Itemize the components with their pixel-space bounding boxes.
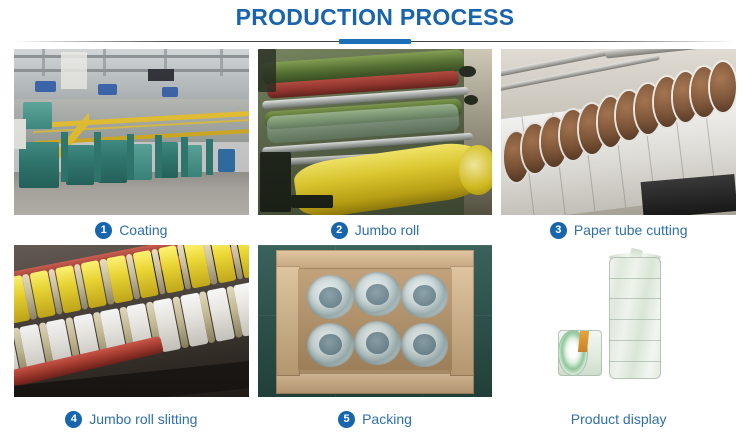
- factory-coating-line-photo: [14, 49, 249, 215]
- step-label: Jumbo roll slitting: [89, 411, 198, 427]
- process-step-card-2[interactable]: 2 Jumbo roll: [257, 49, 493, 245]
- step-label: Jumbo roll: [354, 222, 420, 238]
- step-number-badge: 5: [338, 410, 356, 428]
- step-label: Packing: [362, 411, 412, 427]
- jumbo-roll-slitting-photo: [14, 245, 249, 397]
- step-label: Paper tube cutting: [573, 222, 688, 238]
- product-display-photo: [501, 245, 736, 397]
- title-divider: [14, 39, 736, 45]
- step-number-badge: 3: [549, 221, 567, 239]
- step-caption-1: 1 Coating: [14, 215, 249, 245]
- process-step-card-1[interactable]: 1 Coating: [14, 49, 249, 245]
- packing-carton-photo: [257, 245, 493, 397]
- process-step-card-5[interactable]: 5 Packing: [257, 245, 493, 441]
- step-number-badge: 4: [65, 410, 83, 428]
- page-title: PRODUCTION PROCESS: [235, 4, 515, 30]
- step-caption-3: 3 Paper tube cutting: [501, 215, 736, 245]
- jumbo-roll-machine-photo: [257, 49, 493, 215]
- step-label: Product display: [570, 411, 667, 427]
- step-number-badge: 2: [330, 221, 348, 239]
- paper-tube-cutting-photo: [501, 49, 736, 215]
- process-step-card-3[interactable]: 3 Paper tube cutting: [501, 49, 736, 245]
- step-label: Coating: [119, 222, 168, 238]
- process-step-grid: 1 Coating: [14, 49, 736, 441]
- step-caption-6: Product display: [501, 397, 736, 441]
- process-step-card-4[interactable]: 4 Jumbo roll slitting: [14, 245, 249, 441]
- step-number-badge: 1: [95, 221, 113, 239]
- banner-header: PRODUCTION PROCESS: [0, 0, 750, 46]
- step-caption-5: 5 Packing: [257, 397, 493, 441]
- step-caption-4: 4 Jumbo roll slitting: [14, 397, 249, 441]
- divider-accent-bar: [339, 39, 411, 44]
- step-caption-2: 2 Jumbo roll: [257, 215, 493, 245]
- process-step-card-6[interactable]: Product display: [501, 245, 736, 441]
